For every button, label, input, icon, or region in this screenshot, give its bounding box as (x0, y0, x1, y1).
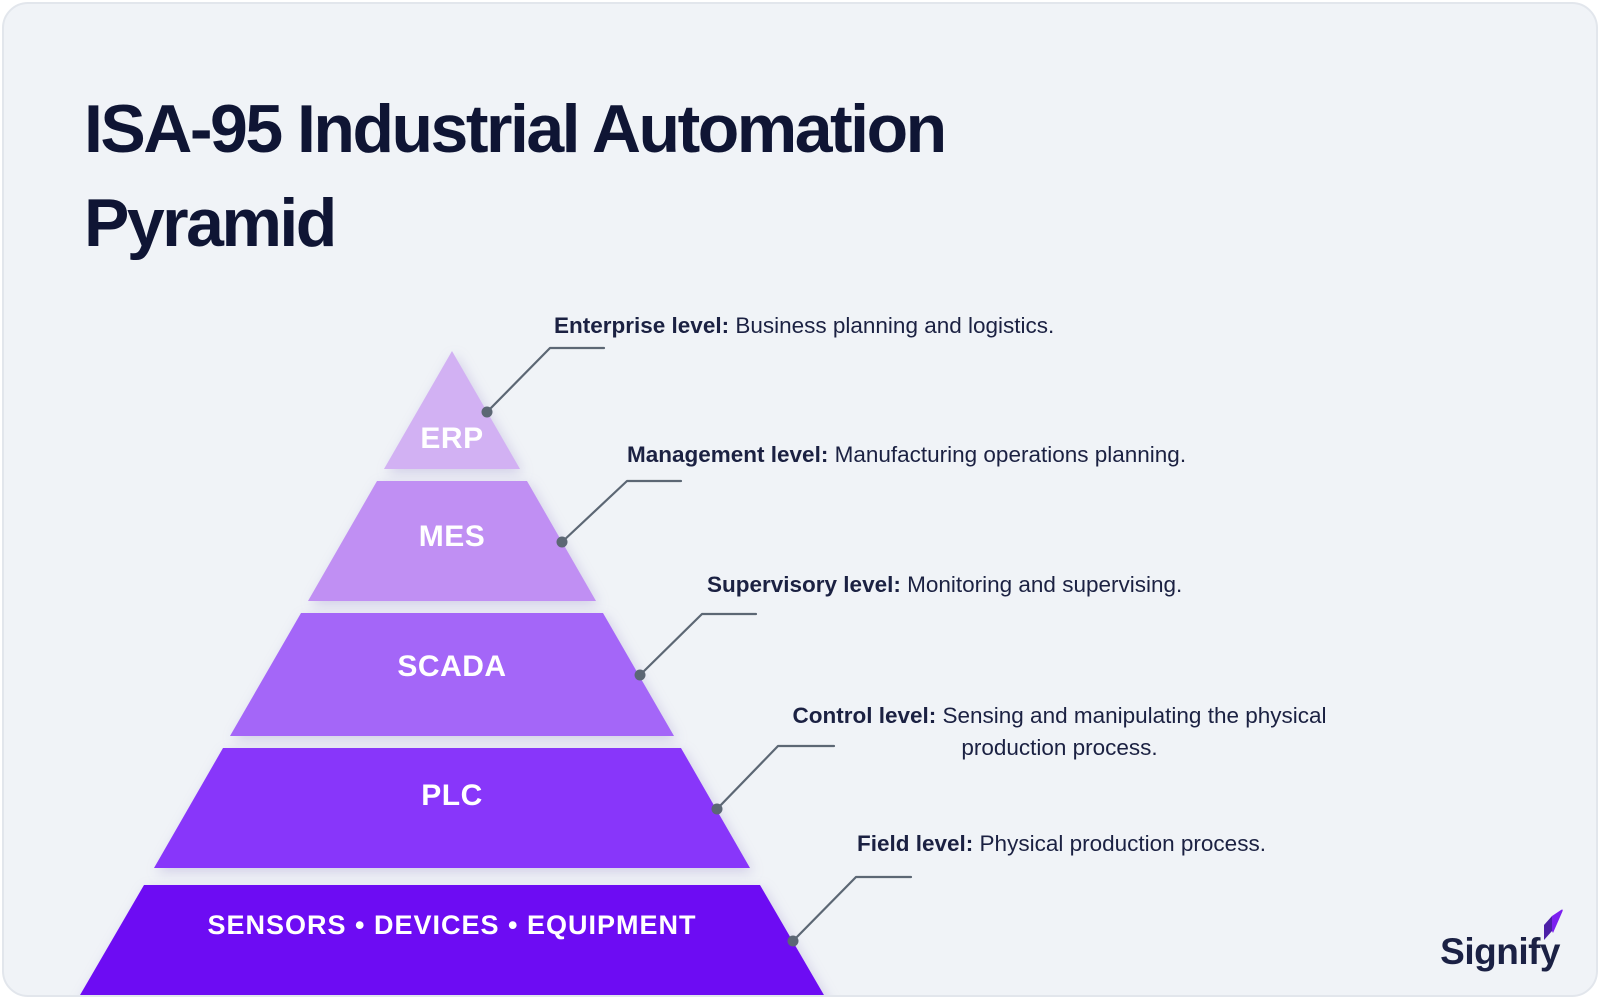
annotation-enterprise-level: Enterprise level: Business planning and … (554, 310, 1054, 342)
annotation-supervisory-label: Supervisory level: (707, 572, 901, 597)
annotation-field-label: Field level: (857, 831, 974, 856)
connector-field (791, 875, 913, 943)
annotation-field-level: Field level: Physical production process… (857, 828, 1266, 860)
annotation-enterprise-label: Enterprise level: (554, 313, 730, 338)
pyramid-level-plc (154, 748, 750, 868)
connector-enterprise (485, 346, 606, 414)
pyramid-level-scada (230, 613, 674, 736)
annotation-management-level: Management level: Manufacturing operatio… (627, 439, 1186, 471)
annotation-management-label: Management level: (627, 442, 829, 467)
annotation-enterprise-text: Business planning and logistics. (729, 313, 1055, 338)
level-label-plc: PLC (421, 779, 483, 812)
annotation-control-text: Sensing and manipulating the physical pr… (936, 703, 1327, 760)
connector-dot-management (556, 536, 568, 548)
level-label-sensors: SENSORS • DEVICES • EQUIPMENT (208, 910, 697, 940)
connector-control (715, 744, 836, 811)
level-label-erp: ERP (420, 422, 483, 455)
connector-dot-supervisory (634, 669, 646, 681)
signify-flame-icon (1544, 909, 1563, 940)
connector-management (560, 479, 683, 544)
signify-flame-dark-half (1544, 916, 1552, 940)
connector-dot-field (787, 935, 799, 947)
pyramid-level-field (80, 885, 824, 995)
connector-supervisory (638, 612, 758, 677)
pyramid-level-mes (308, 481, 596, 601)
level-label-scada: SCADA (397, 650, 506, 683)
annotation-control-level: Control level: Sensing and manipulating … (762, 700, 1357, 764)
connector-dot-control (711, 803, 723, 815)
automation-pyramid-diagram: ERP MES SCADA PLC SENSORS • DEVICES • EQ… (80, 346, 913, 995)
annotation-control-label: Control level: (792, 703, 937, 728)
annotation-supervisory-level: Supervisory level: Monitoring and superv… (707, 569, 1182, 601)
level-label-mes: MES (419, 520, 486, 553)
pyramid-level-erp (384, 351, 520, 469)
signify-flame-bright-half (1552, 909, 1563, 933)
annotation-field-text: Physical production process. (973, 831, 1266, 856)
signify-logo: Signify (1440, 909, 1563, 973)
connector-dot-enterprise (481, 406, 493, 418)
page-title: ISA-95 Industrial Automation Pyramid (84, 91, 947, 261)
annotation-management-text: Manufacturing operations planning. (828, 442, 1187, 467)
signify-logo-text: Signify (1440, 931, 1560, 972)
annotation-supervisory-text: Monitoring and supervising. (900, 572, 1183, 597)
